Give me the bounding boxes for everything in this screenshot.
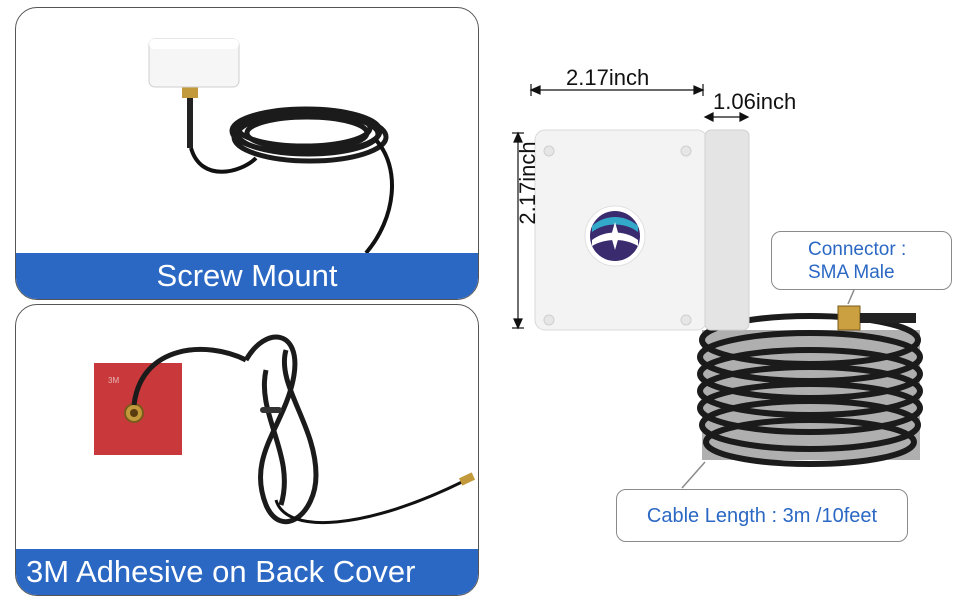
screw-mount-label: Screw Mount bbox=[16, 253, 478, 299]
brand-logo bbox=[584, 205, 646, 267]
connector-callout: Connector : SMA Male bbox=[771, 231, 952, 290]
adhesive-label: 3M Adhesive on Back Cover bbox=[16, 549, 478, 595]
adhesive-pad-print: 3M bbox=[108, 376, 119, 385]
width-dimension-label: 2.17inch bbox=[566, 65, 650, 90]
adhesive-illustration: 3M bbox=[94, 334, 476, 525]
cable-length-callout: Cable Length : 3m /10feet bbox=[616, 489, 908, 542]
height-dimension-label: 2.17inch bbox=[515, 141, 540, 225]
screw-mount-panel: Screw Mount bbox=[15, 7, 479, 300]
connector-callout-line1: Connector : bbox=[808, 239, 907, 260]
screw-mount-illustration bbox=[148, 38, 394, 255]
adhesive-panel: 3M 3M Adhesive on Back Cover bbox=[15, 304, 479, 596]
connector-callout-line2: SMA Male bbox=[808, 262, 895, 283]
depth-dimension-label: 1.06inch bbox=[713, 89, 797, 114]
